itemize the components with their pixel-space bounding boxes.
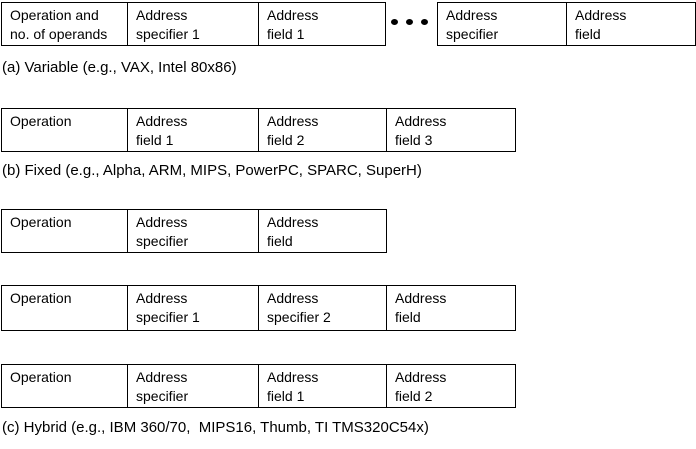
cell-line: Address (446, 7, 498, 23)
cell-line: Operation (10, 290, 72, 306)
format-row-hybrid-3: Operation Address specifier Address fiel… (1, 364, 516, 408)
cell-line: Address (395, 113, 447, 129)
cell-line: Address (136, 290, 188, 306)
caption-hybrid: (c) Hybrid (e.g., IBM 360/70, MIPS16, Th… (2, 419, 429, 436)
cell-line: Address (395, 369, 447, 385)
cell-line: Address (395, 290, 447, 306)
cell-address-field-1: Address field 1 (258, 365, 386, 407)
cell-address-field-1: Address field 1 (258, 3, 385, 45)
cell-operation: Operation (2, 210, 127, 252)
caption-fixed: (b) Fixed (e.g., Alpha, ARM, MIPS, Power… (2, 162, 422, 179)
cell-line: Address (136, 214, 188, 230)
cell-line: Operation (10, 214, 72, 230)
cell-address-specifier-2: Address specifier 2 (258, 286, 386, 330)
cell-line: specifier (136, 388, 189, 404)
cell-line: Address (136, 113, 188, 129)
cell-line: field 1 (267, 388, 305, 404)
cell-line: field (267, 233, 293, 249)
cell-address-field-2: Address field 2 (386, 365, 515, 407)
cell-line: Address (136, 369, 188, 385)
cell-address-field: Address field (566, 3, 695, 45)
cell-address-field: Address field (258, 210, 386, 252)
cell-operation-and-operands: Operation and no. of operands (2, 3, 127, 45)
cell-line: field (575, 26, 601, 42)
cell-line: no. of operands (10, 26, 108, 42)
cell-line: Address (136, 7, 188, 23)
ellipsis-dot (406, 19, 413, 25)
cell-address-specifier-1: Address specifier 1 (127, 3, 258, 45)
cell-operation: Operation (2, 365, 127, 407)
cell-line: specifier (136, 233, 189, 249)
ellipsis-icon (391, 19, 428, 25)
cell-line: specifier 1 (136, 309, 200, 325)
format-row-hybrid-1: Operation Address specifier Address fiel… (1, 209, 387, 253)
cell-operation: Operation (2, 286, 127, 330)
cell-address-specifier: Address specifier (438, 3, 566, 45)
format-row-variable-left: Operation and no. of operands Address sp… (1, 2, 386, 46)
cell-line: field 2 (267, 132, 305, 148)
cell-address-field-2: Address field 2 (258, 109, 386, 151)
format-row-hybrid-2: Operation Address specifier 1 Address sp… (1, 285, 516, 331)
cell-line: specifier (446, 26, 499, 42)
ellipsis-dot (421, 19, 428, 25)
ellipsis-dot (391, 19, 398, 25)
cell-address-field: Address field (386, 286, 515, 330)
cell-address-field-1: Address field 1 (127, 109, 258, 151)
cell-line: Operation (10, 369, 72, 385)
cell-line: Address (267, 369, 319, 385)
cell-line: Operation (10, 113, 72, 129)
cell-line: Address (267, 214, 319, 230)
cell-address-specifier: Address specifier (127, 365, 258, 407)
cell-line: field 3 (395, 132, 433, 148)
cell-line: Address (267, 290, 319, 306)
cell-line: field 1 (267, 26, 305, 42)
format-row-fixed: Operation Address field 1 Address field … (1, 108, 516, 152)
cell-line: Address (267, 7, 319, 23)
caption-variable: (a) Variable (e.g., VAX, Intel 80x86) (2, 59, 237, 76)
cell-line: specifier 1 (136, 26, 200, 42)
cell-line: Address (575, 7, 627, 23)
cell-line: Address (267, 113, 319, 129)
cell-address-specifier: Address specifier (127, 210, 258, 252)
cell-line: specifier 2 (267, 309, 331, 325)
cell-operation: Operation (2, 109, 127, 151)
cell-line: field 2 (395, 388, 433, 404)
cell-line: field 1 (136, 132, 174, 148)
cell-line: field (395, 309, 421, 325)
cell-address-specifier-1: Address specifier 1 (127, 286, 258, 330)
cell-address-field-3: Address field 3 (386, 109, 515, 151)
format-row-variable-right: Address specifier Address field (437, 2, 696, 46)
cell-line: Operation and (10, 7, 99, 23)
